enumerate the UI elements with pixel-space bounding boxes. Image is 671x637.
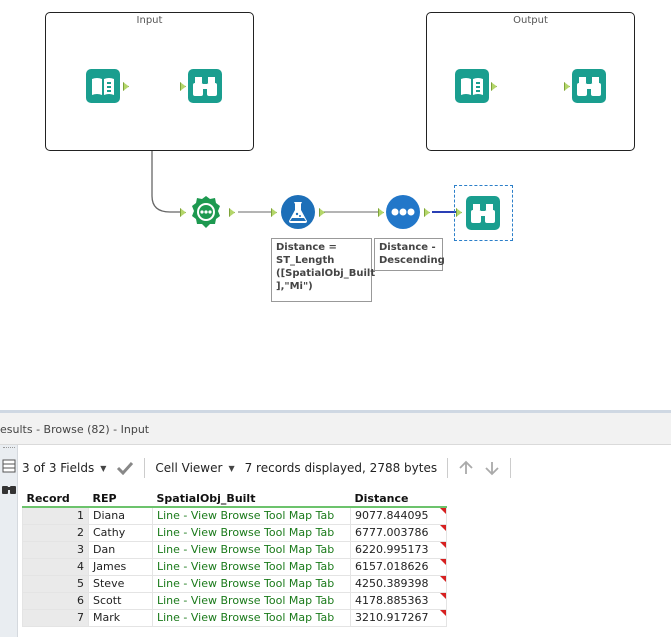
record-cell[interactable]: 2 <box>22 523 89 542</box>
distance-cell[interactable]: 4250.389398 <box>350 574 447 593</box>
column-header-record[interactable]: Record <box>22 490 89 508</box>
toolbar-separator <box>144 458 146 478</box>
records-status: 7 records displayed, 2788 bytes <box>245 461 438 475</box>
sort-icon <box>386 195 420 229</box>
distance-cell[interactable]: 3210.917267 <box>350 608 447 627</box>
rep-cell[interactable]: Mark <box>88 608 153 627</box>
column-header-distance[interactable]: Distance <box>350 490 447 508</box>
results-panel: esults - Browse (82) - Input 3 of 3 Fiel… <box>0 413 671 637</box>
browse-icon <box>466 196 500 230</box>
scroll-down-button[interactable] <box>484 460 500 476</box>
rep-cell[interactable]: Diana <box>88 506 153 525</box>
formula-tool[interactable] <box>281 195 315 229</box>
record-cell[interactable]: 4 <box>22 557 89 576</box>
spatial-cell[interactable]: Line - View Browse Tool Map Tab <box>152 506 351 525</box>
spatial-cell[interactable]: Line - View Browse Tool Map Tab <box>152 591 351 610</box>
caret-down-icon: ▼ <box>100 463 107 473</box>
sort-tool[interactable] <box>386 195 420 229</box>
rep-cell[interactable]: Scott <box>88 591 153 610</box>
caret-down-icon: ▼ <box>228 463 235 473</box>
arrow-down-icon <box>485 462 499 476</box>
arrow-up-icon <box>459 460 473 474</box>
input-data-tool-output[interactable] <box>455 69 489 103</box>
spatial-cell[interactable]: Line - View Browse Tool Map Tab <box>152 557 351 576</box>
rep-cell[interactable]: Dan <box>88 540 153 559</box>
results-side-strip <box>0 445 18 637</box>
input-container-title: Input <box>136 15 163 26</box>
record-cell[interactable]: 7 <box>22 608 89 627</box>
results-title: esults - Browse (82) - Input <box>0 423 150 436</box>
browse-icon <box>572 69 606 103</box>
browse-tool[interactable] <box>188 69 222 103</box>
rep-cell[interactable]: James <box>88 557 153 576</box>
distance-cell[interactable]: 4178.885363 <box>350 591 447 610</box>
toolbar-separator <box>447 458 449 478</box>
apply-check-button[interactable] <box>116 461 134 475</box>
record-cell[interactable]: 5 <box>22 574 89 593</box>
panel-splitter[interactable] <box>0 410 671 413</box>
spatial-object-icon <box>192 196 220 228</box>
formula-icon <box>281 195 315 229</box>
input-data-icon <box>86 69 120 103</box>
browse-icon <box>188 69 222 103</box>
fields-dropdown[interactable]: 3 of 3 Fields ▼ <box>22 461 106 475</box>
record-cell[interactable]: 3 <box>22 540 89 559</box>
output-container-title: Output <box>513 15 548 26</box>
results-header: esults - Browse (82) - Input <box>0 413 671 445</box>
formula-annotation: Distance = ST_Length ([SpatialObj_Built … <box>271 238 375 302</box>
grid-header-row: Record REP SpatialObj_Built Distance <box>22 490 447 508</box>
scroll-up-button[interactable] <box>458 460 474 476</box>
spatial-cell[interactable]: Line - View Browse Tool Map Tab <box>152 574 351 593</box>
cell-viewer-label: Cell Viewer <box>155 461 223 475</box>
checkmark-icon <box>117 461 134 475</box>
browse-tool-selected[interactable] <box>466 196 500 230</box>
input-data-tool[interactable] <box>86 69 120 103</box>
column-header-spatialobj[interactable]: SpatialObj_Built <box>152 490 351 508</box>
rep-cell[interactable]: Steve <box>88 574 153 593</box>
workflow-canvas[interactable]: Input Output <box>0 0 671 410</box>
distance-cell[interactable]: 6220.995173 <box>350 540 447 559</box>
cell-viewer-dropdown[interactable]: Cell Viewer ▼ <box>155 461 234 475</box>
distance-cell[interactable]: 9077.844095 <box>350 506 447 525</box>
record-cell[interactable]: 1 <box>22 506 89 525</box>
selection-box <box>454 185 513 241</box>
rep-cell[interactable]: Cathy <box>88 523 153 542</box>
record-cell[interactable]: 6 <box>22 591 89 610</box>
fields-dropdown-label: 3 of 3 Fields <box>22 461 95 475</box>
input-container[interactable]: Input <box>45 12 254 151</box>
browse-tool-output[interactable] <box>572 69 606 103</box>
sort-annotation: Distance - Descending <box>374 238 445 271</box>
distance-cell[interactable]: 6157.018626 <box>350 557 447 576</box>
grip-icon <box>3 447 15 449</box>
spatial-cell[interactable]: Line - View Browse Tool Map Tab <box>152 523 351 542</box>
input-data-icon <box>455 69 489 103</box>
results-toolbar: 3 of 3 Fields ▼ Cell Viewer ▼ 7 records … <box>22 451 671 485</box>
distance-cell[interactable]: 6777.003786 <box>350 523 447 542</box>
spatial-cell[interactable]: Line - View Browse Tool Map Tab <box>152 540 351 559</box>
column-header-rep[interactable]: REP <box>88 490 153 508</box>
toolbar-separator <box>510 458 512 478</box>
create-points-tool[interactable] <box>189 195 223 229</box>
browse-map-icon[interactable] <box>1 480 17 496</box>
records-status-text: 7 records displayed, 2788 bytes <box>244 461 438 475</box>
spatial-cell[interactable]: Line - View Browse Tool Map Tab <box>152 608 351 627</box>
table-view-icon[interactable] <box>1 458 17 474</box>
